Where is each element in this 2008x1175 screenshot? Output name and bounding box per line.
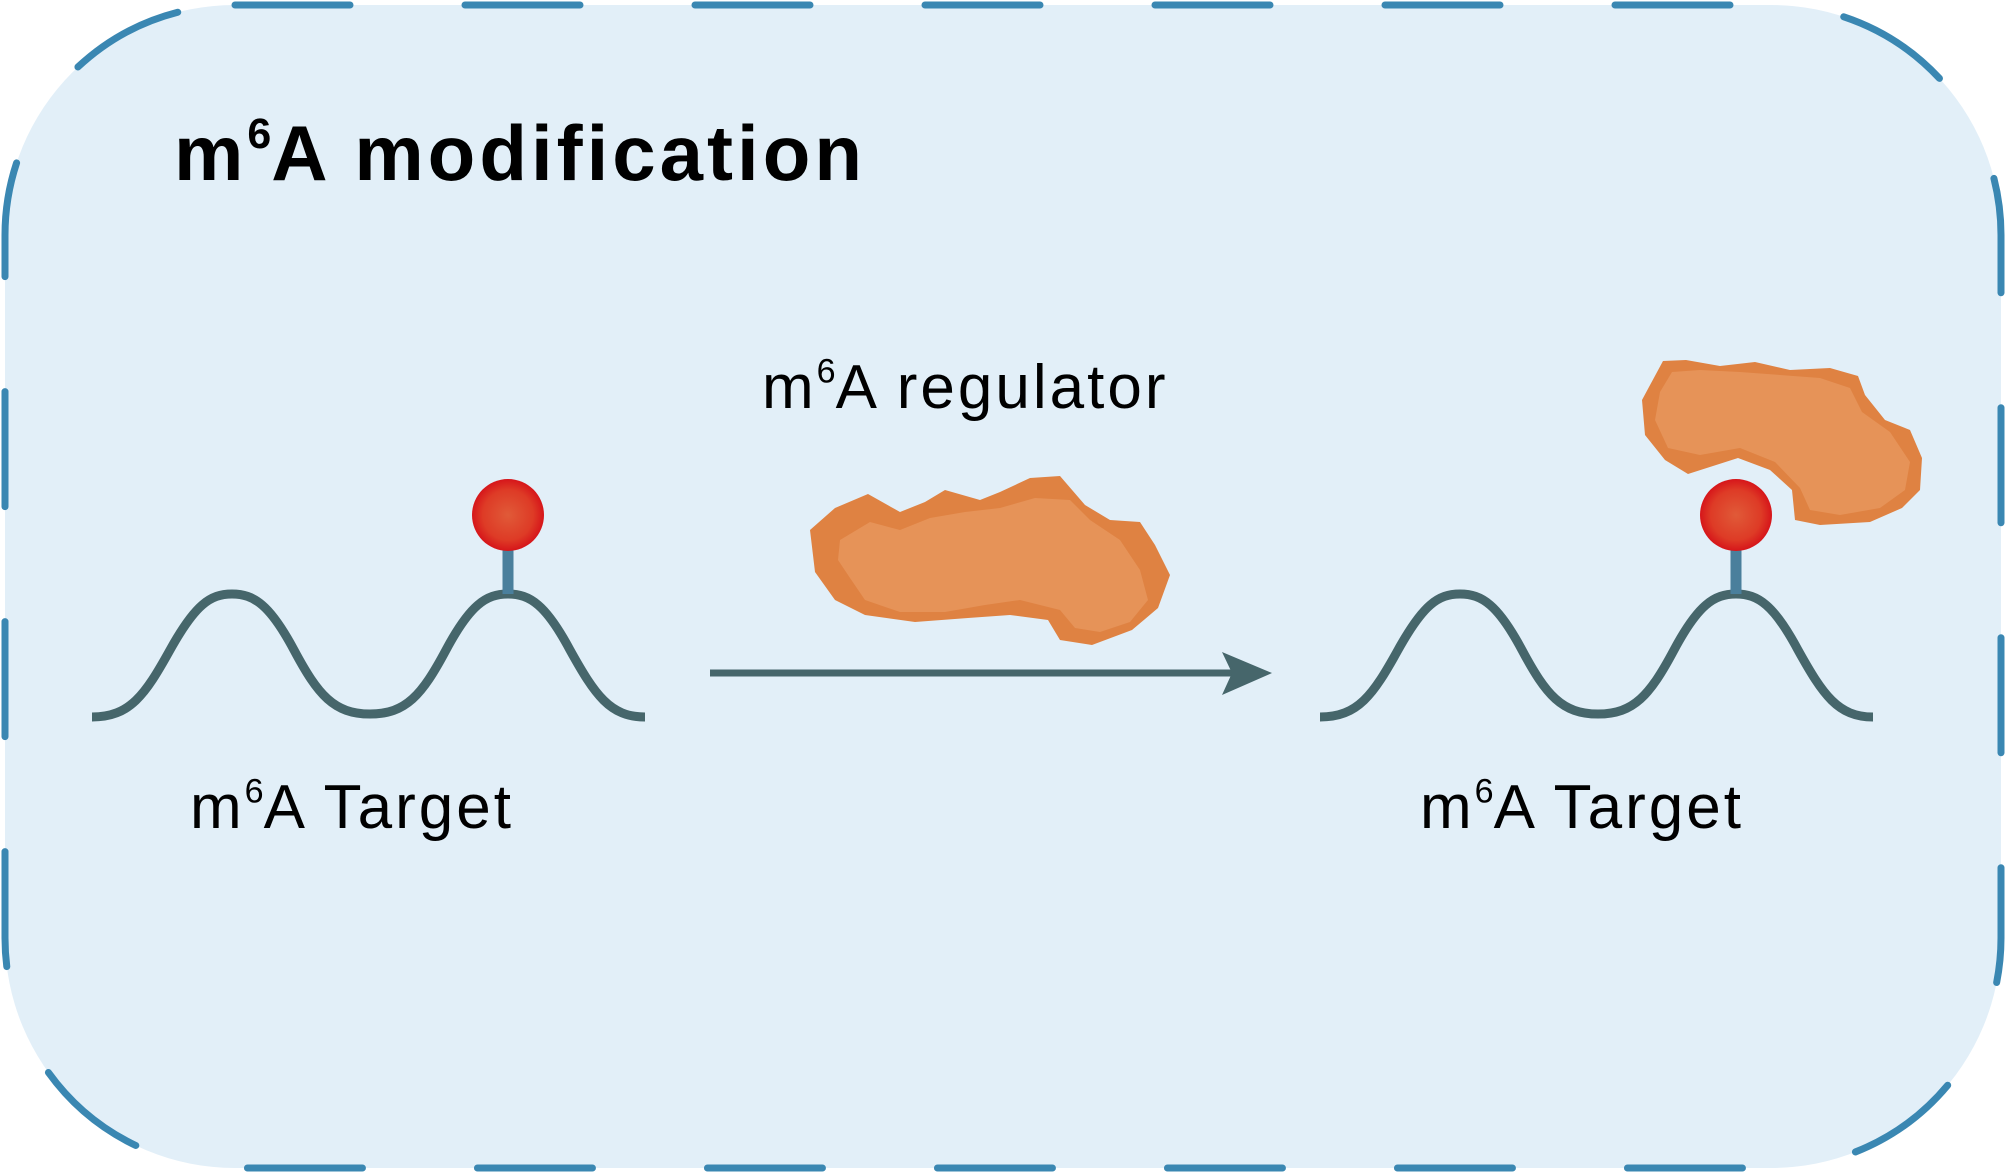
- regulator-protein-bound: [1642, 360, 1922, 525]
- modification-dot-right: [1700, 479, 1772, 551]
- modification-dot-left: [472, 479, 544, 551]
- rna-strand-right: [1319, 589, 1874, 722]
- regulator-protein: [810, 476, 1170, 645]
- reaction-arrow: [710, 652, 1272, 695]
- rna-target-right: [1319, 479, 1874, 722]
- regulator-label: m6A regulator: [762, 352, 1169, 422]
- target-label-right: m6A Target: [1420, 772, 1744, 842]
- panel-title: m6A modification: [174, 109, 866, 197]
- target-label-left: m6A Target: [190, 772, 514, 842]
- rna-target-left: [91, 479, 646, 722]
- rna-strand-left: [91, 589, 646, 722]
